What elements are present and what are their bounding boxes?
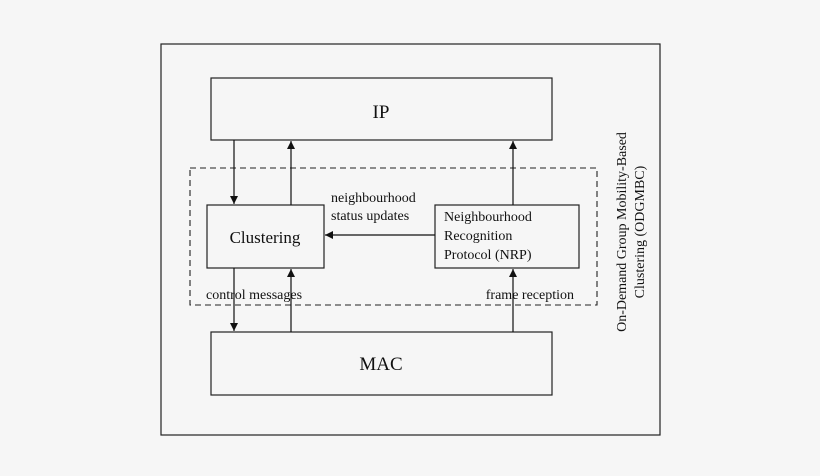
odgmbc-region-label: On-Demand Group Mobility-Based Clusterin… [615, 132, 648, 332]
control-messages-label: control messages [206, 288, 302, 303]
clustering-block: Clustering [206, 204, 325, 269]
status-updates-label-line2: status updates [331, 209, 409, 224]
ip-block: IP [210, 77, 553, 141]
mac-label: MAC [359, 354, 402, 375]
odgmbc-label-line2: Clustering (ODGMBC) [633, 165, 648, 298]
frame-reception-label: frame reception [486, 288, 574, 303]
ip-label: IP [373, 102, 390, 123]
nrp-label-line2: Recognition [444, 229, 512, 244]
clustering-label: Clustering [230, 228, 301, 247]
nrp-label-line3: Protocol (NRP) [444, 248, 532, 263]
mac-block: MAC [210, 331, 553, 396]
nrp-label-line1: Neighbourhood [444, 210, 532, 225]
odgmbc-label-line1: On-Demand Group Mobility-Based [615, 132, 630, 332]
nrp-block: Neighbourhood Recognition Protocol (NRP) [434, 204, 580, 269]
odgmbc-region [189, 167, 598, 306]
outer-frame [160, 43, 661, 436]
status-updates-label-line1: neighbourhood [331, 191, 416, 206]
